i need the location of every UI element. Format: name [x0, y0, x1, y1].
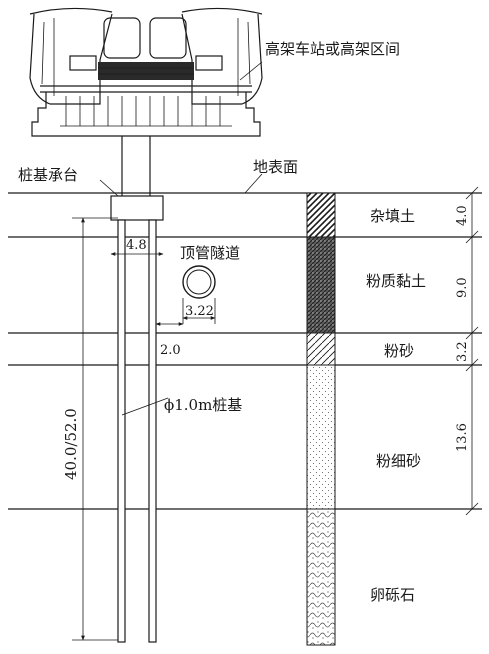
pile-spec-label: ϕ1.0m桩基	[164, 396, 242, 414]
clearance-label: 2.0	[160, 343, 181, 358]
column-gravel-layer	[306, 508, 336, 646]
column-silt-layer	[306, 332, 336, 366]
tunnel-diameter-label: 3.22	[185, 304, 214, 319]
stratum-name-5: 卵砾石	[370, 586, 415, 604]
stratum-name-4: 粉细砂	[376, 452, 421, 470]
station-label: 高架车站或高架区间	[265, 40, 400, 58]
pile-left	[117, 219, 126, 643]
stratum-name-1: 杂填土	[370, 207, 415, 225]
stratum-thickness-2: 9.0	[455, 277, 470, 298]
column-fine-sand-layer	[306, 364, 336, 510]
pile-right	[148, 219, 157, 643]
stratum-name-3: 粉砂	[384, 342, 414, 360]
column-clay-layer	[306, 236, 336, 334]
stratum-name-2: 粉质黏土	[366, 272, 426, 290]
elevated-station-drawing	[29, 7, 263, 196]
cap-width-label: 4.8	[126, 238, 147, 253]
pile-cap-label: 桩基承台	[18, 166, 78, 184]
piles	[117, 219, 157, 643]
borehole-column	[306, 192, 336, 646]
stratum-thickness-3: 3.2	[455, 341, 470, 362]
tunnel-inner	[186, 269, 212, 295]
pile-cap	[110, 195, 164, 221]
tunnel-label: 顶管隧道	[180, 244, 240, 262]
stratum-thickness-4: 13.6	[455, 423, 470, 452]
pile-length-label: 40.0/52.0	[62, 408, 80, 480]
ground-surface-label: 地表面	[253, 158, 298, 176]
thickness-dimension-axis	[465, 186, 479, 516]
stratum-thickness-1: 4.0	[455, 205, 470, 226]
column-fill-layer	[306, 192, 336, 238]
